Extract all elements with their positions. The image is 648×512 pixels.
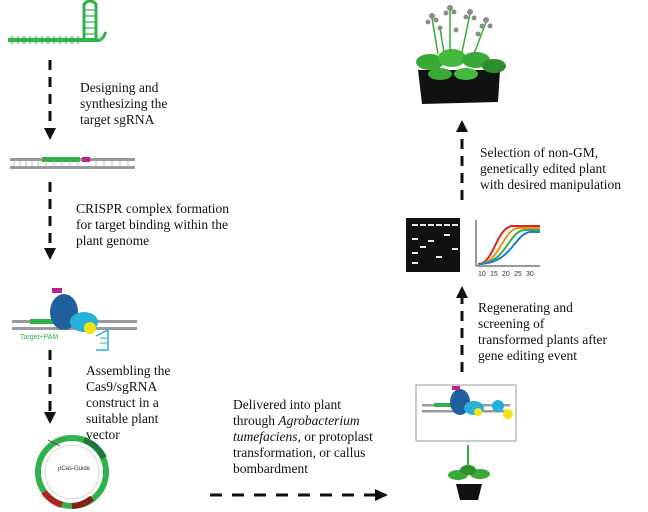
step-4-text: Delivered into plant through Agrobacteri… — [233, 397, 373, 477]
step-5-line: gene editing event — [478, 348, 577, 363]
plasmid-vector-icon — [35, 435, 109, 509]
step-4-italic: Agrobacterium — [278, 413, 360, 428]
step-4-line: transformation, or callus — [233, 445, 366, 460]
pcr-tick-label: 20 — [502, 271, 510, 278]
step-1-line: synthesizing the — [80, 96, 168, 111]
cas9-complex-icon — [12, 288, 137, 351]
step-2-text: CRISPR complex formation for target bind… — [76, 201, 229, 249]
pcr-tick-label: 30 — [526, 271, 534, 278]
step-4-line: through Agrobacterium — [233, 413, 373, 429]
step-6-text: Selection of non-GM, genetically edited … — [480, 145, 621, 193]
step-5-line: Regenerating and — [478, 300, 573, 315]
pcr-amplification-curves: 10 15 20 25 30 — [475, 220, 540, 278]
step-3-line: construct in a — [86, 395, 159, 410]
step-1-text: Designing and synthesizing the target sg… — [80, 80, 167, 128]
step-4-italic-2: tumefaciens — [233, 429, 298, 444]
step-3-text: Assembling the Cas9/sgRNA construct in a… — [86, 363, 170, 443]
step-3-line: vector — [86, 427, 120, 442]
step-6-line: with desired manipulation — [480, 177, 621, 192]
step-3-line: Assembling the — [86, 363, 171, 378]
step-5-text: Regenerating and screening of transforme… — [478, 300, 607, 364]
sgrna-hairpin-icon — [8, 0, 108, 44]
vector-name-label: pCas-Guide — [58, 466, 91, 472]
pcr-tick-label: 15 — [490, 271, 498, 278]
step-6-line: Selection of non-GM, — [480, 145, 599, 160]
step-4-through: through — [233, 413, 279, 428]
step-4-line: tumefaciens, or protoplast — [233, 429, 373, 445]
step-4-line: bombardment — [233, 461, 308, 476]
step-5-line: transformed plants after — [478, 332, 607, 347]
step-3-line: Cas9/sgRNA — [86, 379, 158, 394]
step-4-after-italic: , or protoplast — [297, 429, 373, 444]
dna-target-icon — [10, 157, 135, 169]
step-1-line: Designing and — [80, 80, 159, 95]
step-5-line: screening of — [478, 316, 545, 331]
step-6-line: genetically edited plant — [480, 161, 606, 176]
step-3-line: suitable plant — [86, 411, 159, 426]
step-2-line: CRISPR complex formation — [76, 201, 229, 216]
step-1-line: target sgRNA — [80, 112, 155, 127]
pcr-tick-label: 25 — [514, 271, 522, 278]
pcr-tick-label: 10 — [478, 271, 486, 278]
step-4-line: Delivered into plant — [233, 397, 341, 412]
edited-plant-icon — [416, 5, 506, 104]
transformed-plant-icon — [415, 384, 517, 500]
step-2-line: for target binding within the — [76, 217, 228, 232]
target-pam-label: Target+PAM — [20, 334, 59, 341]
gel-electrophoresis-icon — [406, 218, 460, 272]
step-2-line: plant genome — [76, 233, 150, 248]
